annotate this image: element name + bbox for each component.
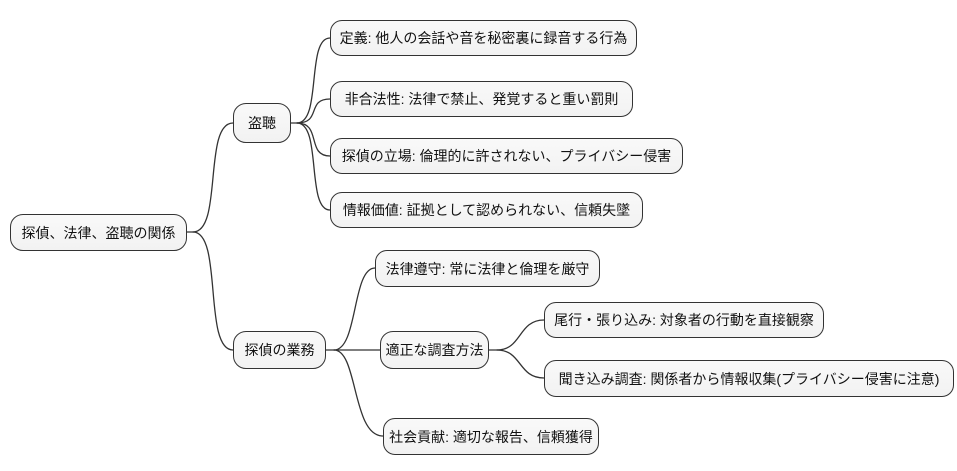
- node-tailing: 尾行・張り込み: 対象者の行動を直接観察: [544, 302, 824, 338]
- node-proper-methods: 適正な調査方法: [380, 331, 489, 369]
- edge-proper-methods-interviews: [496, 349, 545, 379]
- node-wiretapping: 盗聴: [233, 103, 291, 143]
- edge-wiretapping-illegality: [296, 98, 331, 124]
- node-detective-work: 探偵の業務: [233, 331, 326, 369]
- edge-root-wiretapping: [192, 122, 234, 233]
- node-interviews: 聞き込み調査: 関係者から情報収集(プライバシー侵害に注意): [544, 360, 954, 397]
- node-illegality: 非合法性: 法律で禁止、発覚すると重い罰則: [330, 81, 633, 117]
- node-definition: 定義: 他人の会話や音を秘密裏に録音する行為: [330, 20, 637, 56]
- edge-detective-work-social-contribution: [333, 349, 384, 437]
- node-detective-stance: 探偵の立場: 倫理的に許されない、プライバシー侵害: [330, 138, 683, 174]
- edge-root-detective-work: [192, 231, 234, 351]
- edge-detective-work-law-compliance: [333, 267, 376, 351]
- node-root: 探偵、法律、盗聴の関係: [10, 214, 187, 251]
- node-social-contribution: 社会貢献: 適切な報告、信頼獲得: [383, 418, 599, 455]
- edge-wiretapping-info-value: [296, 122, 331, 211]
- edge-wiretapping-detective-stance: [296, 122, 331, 157]
- edge-proper-methods-tailing: [496, 319, 545, 351]
- node-info-value: 情報価値: 証拠として認められない、信頼失墜: [330, 192, 643, 228]
- edge-wiretapping-definition: [296, 37, 331, 124]
- node-law-compliance: 法律遵守: 常に法律と倫理を厳守: [375, 250, 600, 287]
